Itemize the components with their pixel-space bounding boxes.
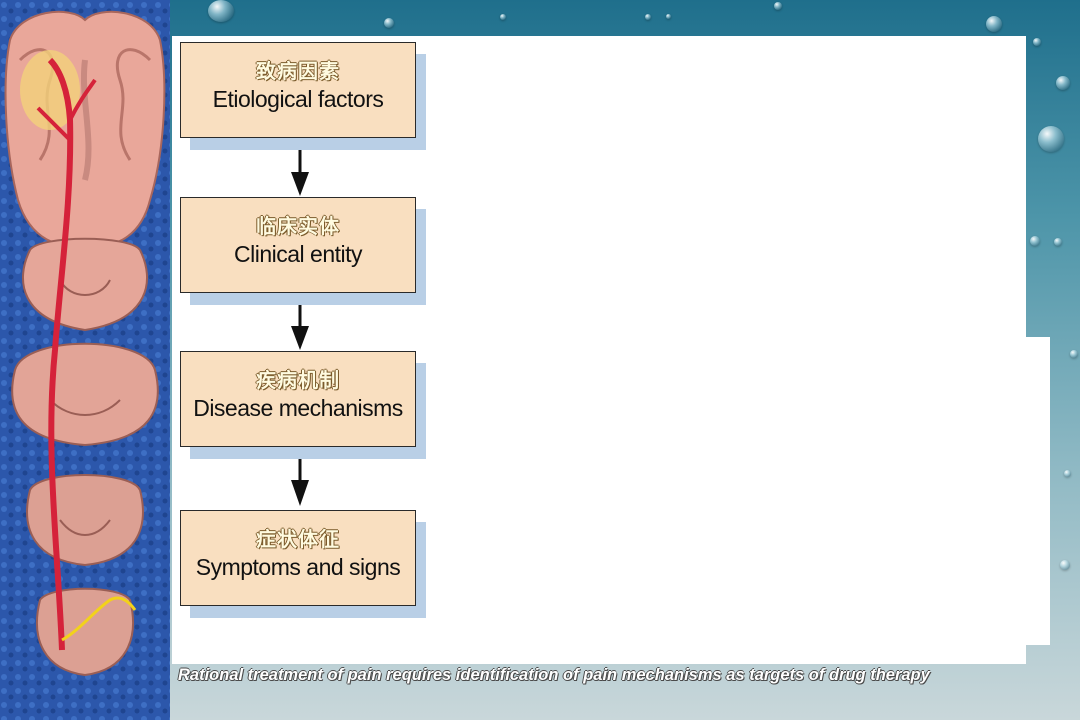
step-label-en: Disease mechanisms bbox=[193, 395, 403, 421]
flow-step-clinical-entity: 临床实体 Clinical entity bbox=[180, 197, 416, 293]
step-label-en: Clinical entity bbox=[234, 241, 363, 267]
step-label-en: Symptoms and signs bbox=[195, 554, 401, 580]
step-label-zh: 致病因素 bbox=[256, 59, 340, 83]
flow-step-etiological-factors: 致病因素 Etiological factors bbox=[180, 42, 416, 138]
step-label-zh: 症状体征 bbox=[256, 527, 340, 551]
step-label-zh: 临床实体 bbox=[256, 214, 340, 238]
step-label-zh: 疾病机制 bbox=[256, 368, 340, 392]
flow-step-symptoms-and-signs: 症状体征 Symptoms and signs bbox=[180, 510, 416, 606]
brain-spinal-cord-illustration bbox=[0, 0, 170, 720]
flow-step-disease-mechanisms: 疾病机制 Disease mechanisms bbox=[180, 351, 416, 447]
step-label-en: Etiological factors bbox=[212, 86, 384, 112]
slide-caption: Rational treatment of pain requires iden… bbox=[178, 666, 930, 684]
content-panel-extension bbox=[1025, 337, 1050, 645]
